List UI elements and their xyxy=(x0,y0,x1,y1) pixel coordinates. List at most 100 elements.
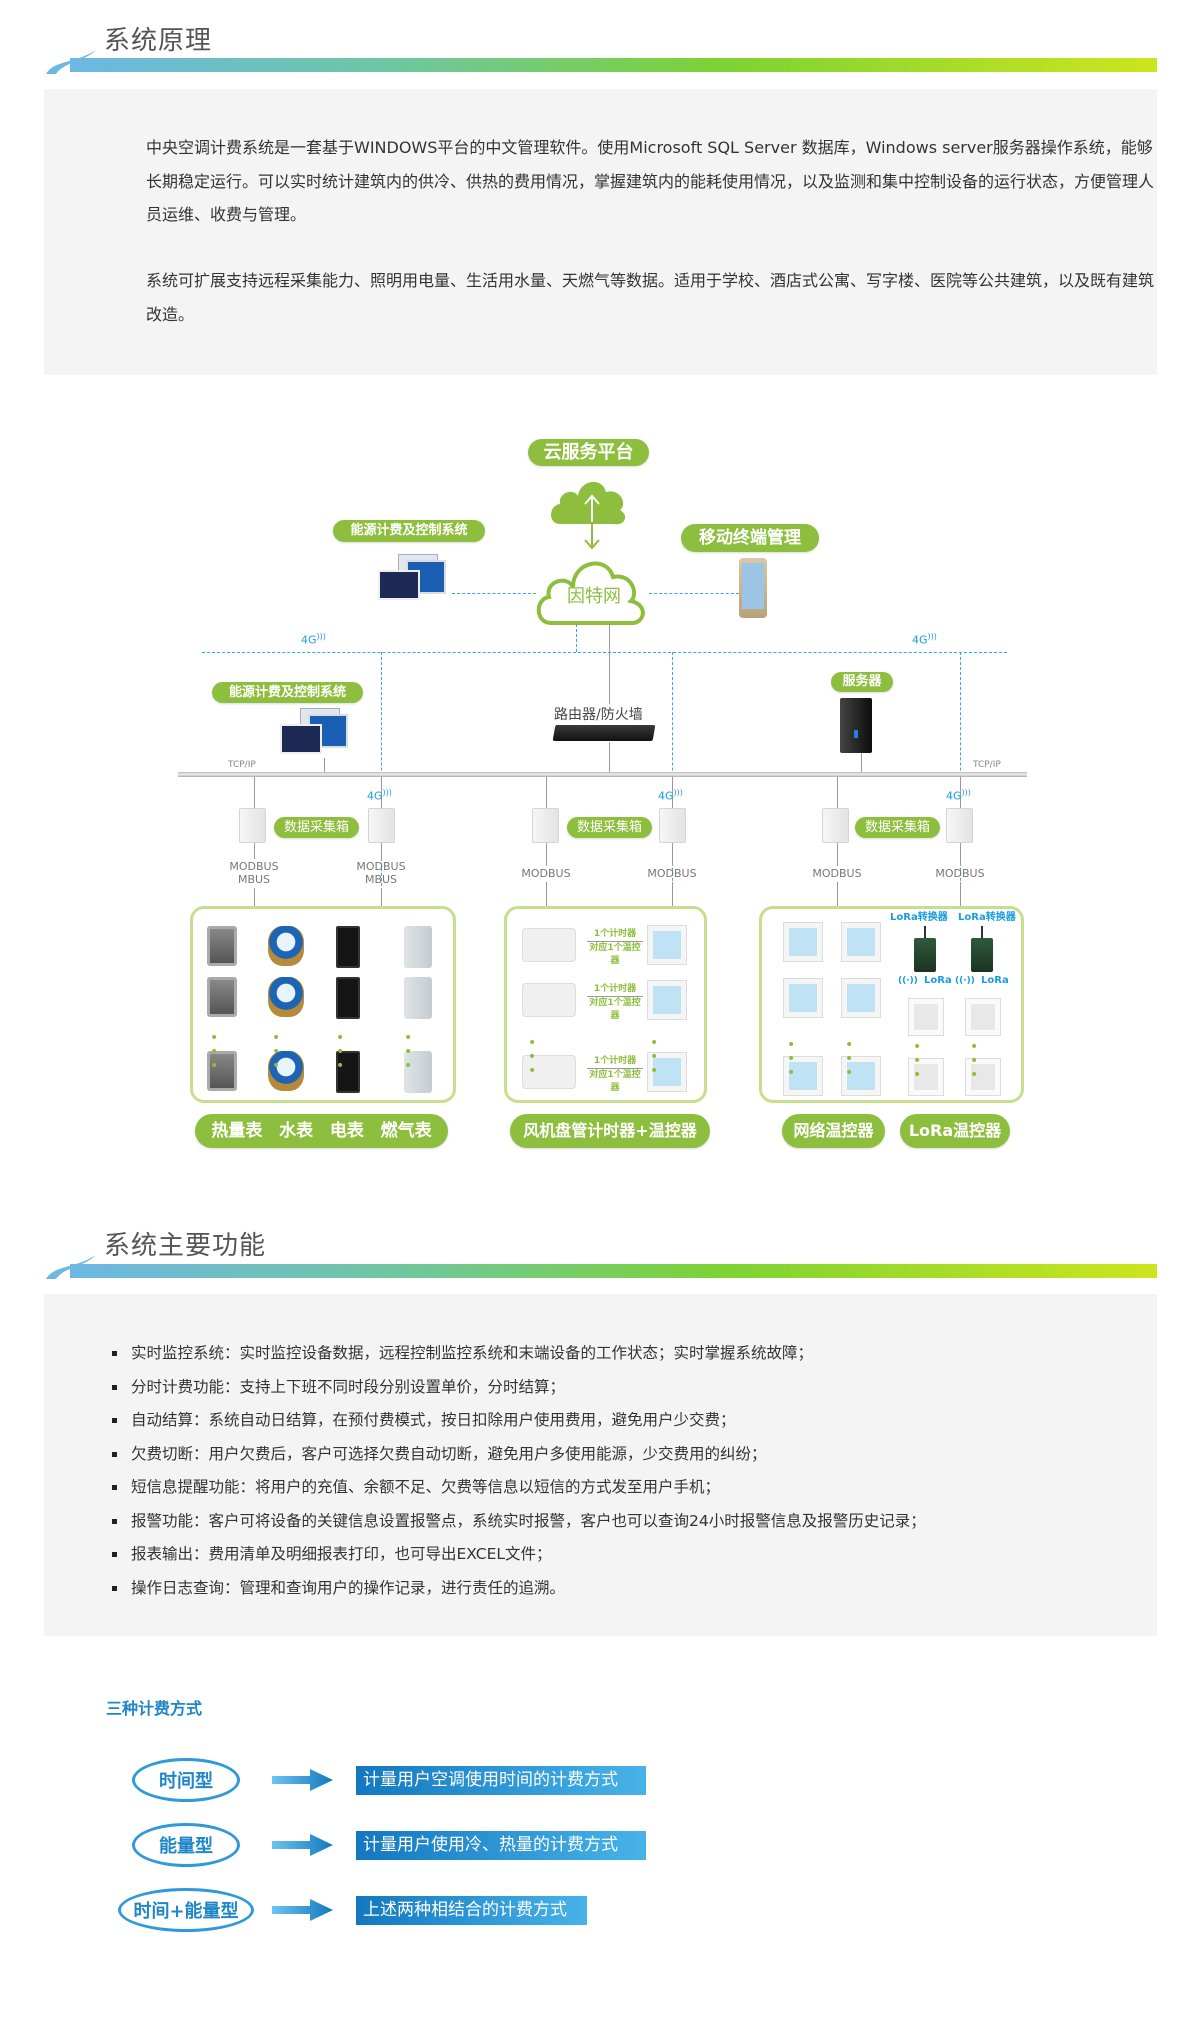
title-gradient-bar xyxy=(70,58,1157,72)
section-title-functions: 系统主要功能 xyxy=(104,1231,267,1261)
timer-line2: 对应1个温控器 xyxy=(589,943,641,966)
monitors-icon xyxy=(378,554,448,604)
4g-signal-icon: 4G))) xyxy=(946,788,971,803)
link-line xyxy=(837,777,838,808)
heat-meter-icon xyxy=(207,926,237,966)
bullet-icon xyxy=(112,1418,117,1423)
thermostat-icon xyxy=(783,922,823,962)
thermostat-icon xyxy=(783,978,823,1018)
link-line xyxy=(381,777,382,808)
timer-line1: 1个计时器 xyxy=(587,1055,643,1069)
section-title-principle: 系统原理 xyxy=(104,26,213,56)
lora-thermostat-icon xyxy=(908,1058,944,1096)
link-line xyxy=(837,882,838,906)
heat-meter-icon xyxy=(207,1051,237,1091)
feature-item: 操作日志查询：管理和查询用户的操作记录，进行责任的追溯。 xyxy=(112,1576,565,1598)
bidirectional-arrow-icon xyxy=(584,494,600,550)
billing-mode-description: 上述两种相结合的计费方式 xyxy=(356,1896,587,1925)
intro-paragraph-1: 中央空调计费系统是一套基于WINDOWS平台的中文管理软件。使用Microsof… xyxy=(146,138,1155,224)
data-collector-label: 数据采集箱 xyxy=(274,817,359,838)
4g-signal-icon: 4G))) xyxy=(912,632,937,647)
data-collector-icon xyxy=(368,808,395,843)
timer-line2: 对应1个温控器 xyxy=(589,998,641,1021)
link-line xyxy=(546,882,547,906)
4g-label: 4G xyxy=(946,789,962,803)
wireless-signal-icon: ((·)) xyxy=(898,976,918,986)
router-label: 路由器/防火墙 xyxy=(554,704,643,724)
thermostat-icon xyxy=(783,1056,823,1096)
title-gradient-bar xyxy=(70,1264,1157,1278)
gas-meter-label: 燃气表 xyxy=(380,1121,432,1141)
heat-meter-icon xyxy=(207,977,237,1017)
energy-system-top-label: 能源计费及控制系统 xyxy=(333,520,485,542)
monitors-icon xyxy=(280,708,350,758)
protocol-label: MODBUS MBUS xyxy=(229,860,279,886)
link-line xyxy=(672,777,673,808)
feature-text: 分时计费功能：支持上下班不同时段分别设置单价，分时结算； xyxy=(131,1377,566,1396)
data-collector-icon xyxy=(822,808,849,843)
protocol-label: MODBUS MBUS xyxy=(356,860,406,886)
arrow-right-icon xyxy=(272,1769,333,1791)
thermostat-icon xyxy=(647,1052,687,1092)
features-box xyxy=(44,1294,1157,1636)
billing-mode-name: 时间+能量型 xyxy=(118,1888,254,1932)
wireless-4g-line xyxy=(202,652,1007,653)
link-line xyxy=(960,882,961,906)
billing-mode-name: 能量型 xyxy=(132,1823,240,1867)
intro-paragraph-2: 系统可扩展支持远程采集能力、照明用电量、生活用水量、天燃气等数据。适用于学校、酒… xyxy=(146,271,1155,324)
more-dots: • • • xyxy=(528,1035,539,1079)
feature-text: 自动结算：系统自动日结算，在预付费模式，按日扣除用户使用费用，避免用户少交费； xyxy=(131,1411,736,1429)
more-dots: • • • xyxy=(404,1030,415,1074)
billing-mode-description: 计量用户使用冷、热量的计费方式 xyxy=(356,1831,646,1860)
fancoil-timer-icon xyxy=(522,928,576,962)
wireless-signal-icon: ((·)) xyxy=(955,976,975,986)
electric-meter-label: 电表 xyxy=(329,1121,364,1141)
link-line xyxy=(861,753,862,772)
timer-mapping-text: 1个计时器对应1个温控器 xyxy=(587,983,643,1023)
protocol-label: MODBUS xyxy=(521,867,571,880)
link-line xyxy=(254,888,255,906)
fancoil-timer-icon xyxy=(522,1055,576,1089)
lora-thermostat-icon xyxy=(908,998,944,1036)
feature-text: 实时监控系统：实时监控设备数据，远程控制监控系统和末端设备的工作状态；实时掌握系… xyxy=(131,1344,814,1362)
timer-line1: 1个计时器 xyxy=(587,983,643,997)
electric-meter-icon xyxy=(336,1051,360,1093)
fancoil-timer-icon xyxy=(522,983,576,1017)
4g-signal-icon: 4G))) xyxy=(367,788,392,803)
server-icon xyxy=(840,698,872,753)
link-line xyxy=(254,843,255,859)
lora-thermostat-icon xyxy=(965,998,1001,1036)
feature-text: 操作日志查询：管理和查询用户的操作记录，进行责任的追溯。 xyxy=(131,1578,566,1597)
lora-gateway-icon xyxy=(914,938,936,972)
data-collector-icon xyxy=(239,808,266,843)
feature-item: 自动结算：系统自动日结算，在预付费模式，按日扣除用户使用费用，避免用户少交费； xyxy=(112,1408,736,1430)
bullet-icon xyxy=(112,1585,117,1591)
link-line xyxy=(609,742,610,772)
protocol-label: MODBUS xyxy=(647,867,697,880)
intro-box: 中央空调计费系统是一套基于WINDOWS平台的中文管理软件。使用Microsof… xyxy=(44,89,1157,375)
4g-label: 4G xyxy=(367,789,383,803)
lora-thermostat-label: LoRa温控器 xyxy=(900,1114,1010,1148)
link-line xyxy=(837,843,838,866)
tcpip-label-right: TCP/IP xyxy=(973,760,1001,770)
link-monitors-internet xyxy=(452,593,536,594)
water-meter-icon xyxy=(268,977,304,1017)
internet-label: 因特网 xyxy=(567,586,621,607)
feature-item: 报警功能：客户可将设备的关键信息设置报警点，系统实时报警，客户也可以查询24小时… xyxy=(112,1509,926,1531)
internet-cloud-icon xyxy=(536,561,645,626)
data-collector-label: 数据采集箱 xyxy=(567,817,652,838)
data-collector-icon xyxy=(659,808,686,843)
gas-meter-icon xyxy=(404,926,432,968)
4g-label: 4G xyxy=(658,789,674,803)
link-line xyxy=(672,882,673,906)
more-dots: • • • xyxy=(913,1039,924,1083)
feature-item: 短信息提醒功能：将用户的充值、余额不足、欠费等信息以短信的方式发至用户手机； xyxy=(112,1475,720,1497)
timer-mapping-text: 1个计时器对应1个温控器 xyxy=(587,1055,643,1095)
link-line xyxy=(960,843,961,866)
gas-meter-icon xyxy=(404,977,432,1019)
energy-system-left-label: 能源计费及控制系统 xyxy=(212,682,363,703)
link-line xyxy=(960,777,961,808)
cloud-icon xyxy=(551,481,626,525)
feature-item: 欠费切断：用户欠费后，客户可选择欠费自动切断，避免用户多使用能源，少交费用的纠纷… xyxy=(112,1442,767,1464)
protocol-label: MODBUS xyxy=(935,867,985,880)
